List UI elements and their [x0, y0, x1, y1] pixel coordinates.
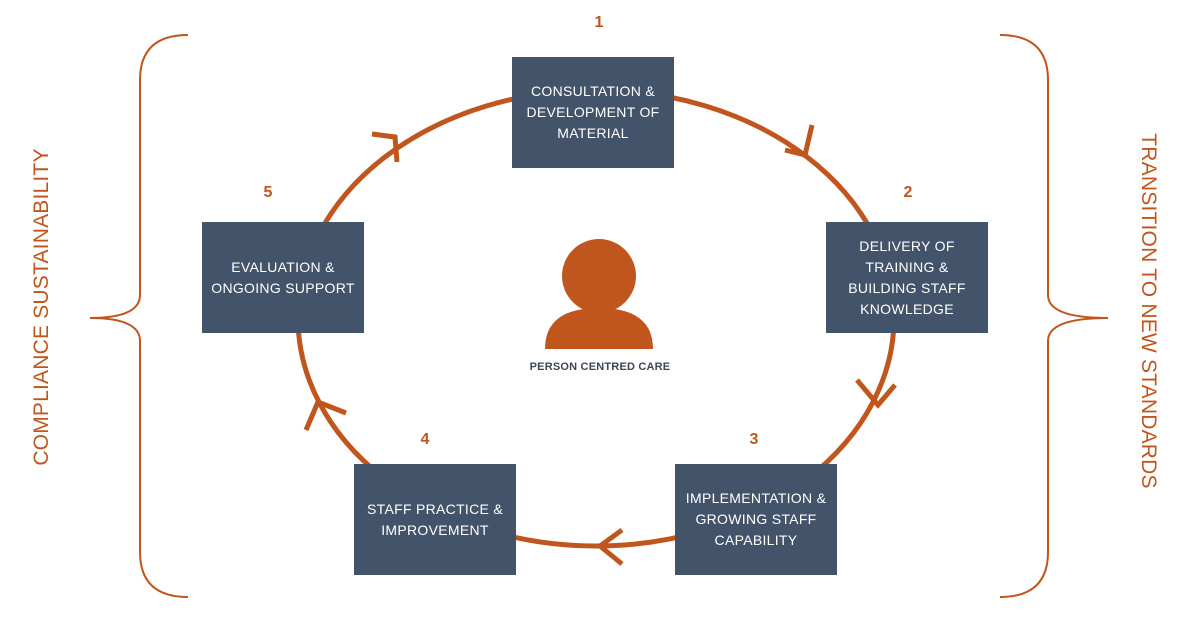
arrow-bottom-icon [595, 527, 624, 566]
step-box-4: STAFF PRACTICE & IMPROVEMENT [354, 464, 516, 575]
step-box-2: DELIVERY OF TRAINING & BUILDING STAFF KN… [826, 222, 988, 333]
center-label: PERSON CENTRED CARE [529, 361, 671, 373]
person-icon [545, 239, 653, 349]
step-number-2: 2 [903, 184, 913, 201]
arrow-left-bottom-icon [303, 398, 347, 431]
left-brace [89, 34, 189, 598]
step-label-3: IMPLEMENTATION & GROWING STAFF CAPABILIT… [685, 490, 827, 548]
right-brace [999, 34, 1109, 598]
step-number-4: 4 [420, 431, 430, 448]
step-number-5: 5 [263, 184, 273, 201]
left-side-label: COMPLIANCE SUSTAINABILITY [30, 148, 53, 466]
step-label-2: DELIVERY OF TRAINING & BUILDING STAFF KN… [848, 237, 966, 317]
arrow-right-bottom-icon [855, 378, 897, 409]
arrow-right-top-icon [784, 124, 815, 159]
step-label-5: EVALUATION & ONGOING SUPPORT [211, 258, 355, 296]
step-label-1: CONSULTATION & DEVELOPMENT OF MATERIAL [526, 83, 660, 141]
step-box-1: CONSULTATION & DEVELOPMENT OF MATERIAL [512, 57, 674, 168]
step-number-3: 3 [749, 431, 759, 448]
right-side-label: TRANSITION TO NEW STANDARDS [1137, 133, 1160, 489]
step-number-1: 1 [594, 14, 604, 31]
arrow-left-top-icon [371, 131, 400, 163]
step-box-3: IMPLEMENTATION & GROWING STAFF CAPABILIT… [675, 464, 837, 575]
step-box-5: EVALUATION & ONGOING SUPPORT [202, 222, 364, 333]
step-label-4: STAFF PRACTICE & IMPROVEMENT [367, 500, 503, 538]
